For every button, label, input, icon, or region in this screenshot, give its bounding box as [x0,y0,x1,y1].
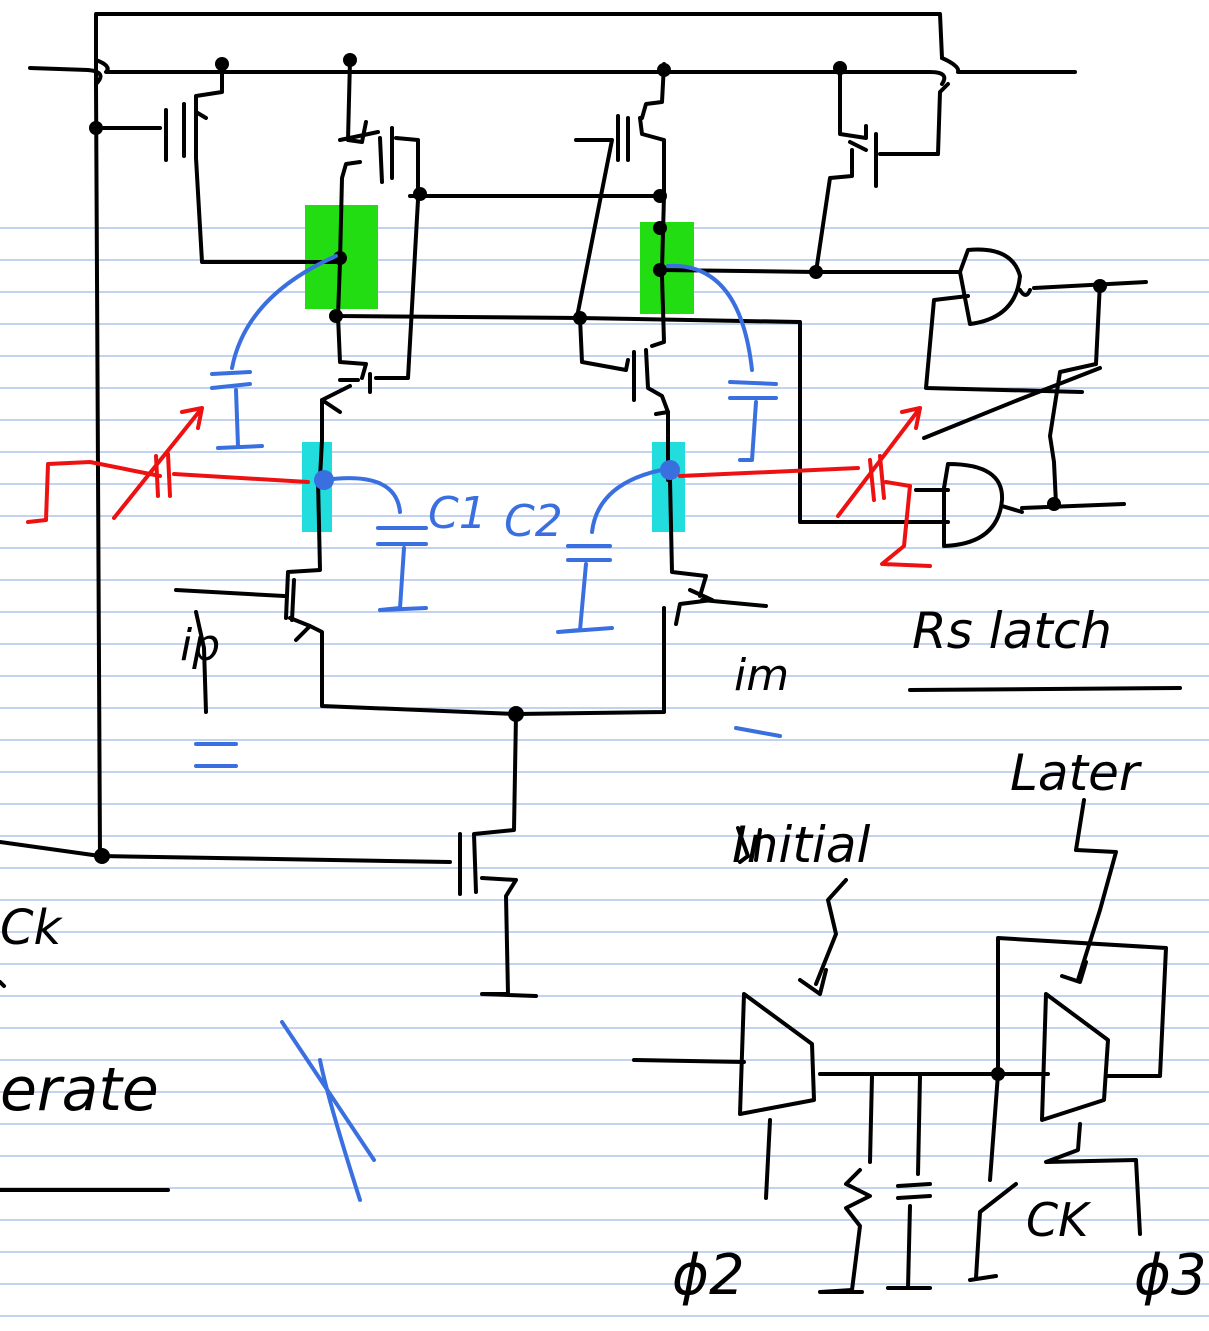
right-mux [1040,992,1110,1122]
label-phi2: ϕ2 [672,1243,745,1308]
label-c2: C2 [504,496,563,547]
label-c1: C1 [428,488,487,539]
top-nand-gate [958,247,1148,326]
comparator-wiring [0,12,1182,1294]
blue-annotations [194,254,782,1202]
label-ip: ip [180,620,220,671]
red-annotations [26,406,932,568]
label-later: Later [1010,744,1143,802]
bottom-nand-gate [942,462,1024,548]
label-im: im [734,650,789,701]
label-rs-latch: Rs latch [912,602,1112,660]
label-erate: erate [0,1055,159,1125]
label-initial: Initial [732,816,870,874]
blue-node-dots [314,460,680,490]
ruled-lines [0,227,1209,1317]
label-ck-left: Ck [0,900,64,956]
label-ck-right: CK [1026,1193,1092,1247]
left-mux [738,992,816,1116]
labels: C1 C2 ip im Rs latch Later Initial Ck CK… [0,488,1207,1308]
label-phi3: ϕ3 [1134,1243,1207,1308]
